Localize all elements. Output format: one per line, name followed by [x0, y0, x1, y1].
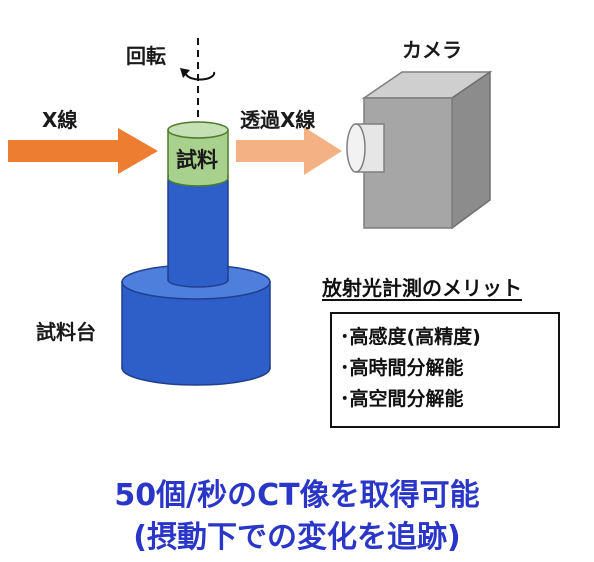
merits-box: ･高感度(高精度) ･高時間分解能 ･高空間分解能	[330, 312, 560, 428]
merit-item-spatial-resolution: ･高空間分解能	[340, 388, 464, 410]
merit-item-sensitivity: ･高感度(高精度)	[340, 326, 481, 348]
rotation-label: 回転	[126, 44, 166, 68]
xray-label: X線	[42, 108, 78, 132]
sample-label: 試料	[176, 148, 218, 172]
camera-icon	[346, 70, 493, 230]
camera-label: カメラ	[402, 38, 462, 62]
sample-stage-base	[121, 264, 271, 386]
transmitted-xray-arrow	[236, 127, 342, 175]
sample-stage-column	[167, 179, 229, 288]
merit-item-time-resolution: ･高時間分解能	[340, 357, 464, 379]
xray-arrow	[8, 128, 158, 174]
sample-stage-label: 試料台	[36, 320, 96, 344]
rotation-arrow-icon	[180, 68, 216, 81]
summary-line-2: (摂動下での変化を追跡)	[133, 520, 461, 555]
sample-cylinder	[167, 121, 229, 187]
summary-line-1: 50個/秒のCT像を取得可能	[114, 478, 480, 513]
merits-title: 放射光計測のメリット	[322, 276, 522, 300]
transmitted-xray-label: 透過X線	[240, 108, 316, 132]
